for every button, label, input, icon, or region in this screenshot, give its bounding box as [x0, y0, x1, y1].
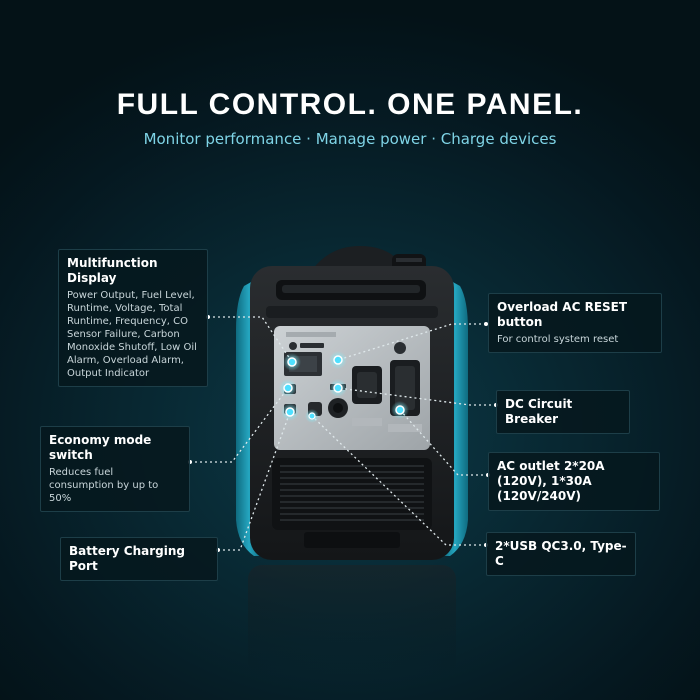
connector-dc: [337, 387, 496, 406]
callout-title: Multifunction Display: [67, 256, 158, 285]
callout-title: Battery Charging Port: [69, 544, 185, 573]
callout-battery-charging: Battery Charging Port: [60, 537, 218, 581]
callout-dc-breaker: DC Circuit Breaker: [496, 390, 630, 434]
vent-grille: [272, 458, 432, 530]
callout-title: 2*USB QC3.0, Type-C: [495, 539, 627, 568]
callout-overload-reset: Overload AC RESET button For control sys…: [488, 293, 662, 353]
headline: FULL CONTROL. ONE PANEL.: [116, 88, 584, 121]
top-handle-hump: [312, 246, 406, 270]
connector-display: [208, 316, 293, 363]
callout-description: Reduces fuel consumption by up to 50%: [49, 467, 159, 504]
callout-title: Overload AC RESET button: [497, 300, 628, 329]
subheadline: Monitor performance · Manage power · Cha…: [143, 130, 557, 148]
connector-reset: [337, 323, 486, 361]
hotspot-markers: [279, 351, 409, 423]
callout-description: For control system reset: [497, 334, 619, 345]
connector-battery: [218, 411, 291, 551]
callout-title: DC Circuit Breaker: [505, 397, 573, 426]
callout-title: Economy mode switch: [49, 433, 152, 462]
floor-reflection: [248, 565, 456, 675]
connector-usb: [311, 415, 486, 546]
connector-ac: [399, 409, 488, 476]
callout-ac-outlet: AC outlet 2*20A (120V), 1*30A (120V/240V…: [488, 452, 660, 511]
callout-multifunction-display: Multifunction Display Power Output, Fuel…: [58, 249, 208, 387]
connector-economy: [190, 387, 289, 463]
callout-economy-mode: Economy mode switch Reduces fuel consump…: [40, 426, 190, 512]
callout-title: AC outlet 2*20A (120V), 1*30A (120V/240V…: [497, 459, 605, 503]
callout-usb: 2*USB QC3.0, Type-C: [486, 532, 636, 576]
reset-button-graphic: [394, 342, 406, 354]
callout-description: Power Output, Fuel Level, Runtime, Volta…: [67, 290, 197, 379]
